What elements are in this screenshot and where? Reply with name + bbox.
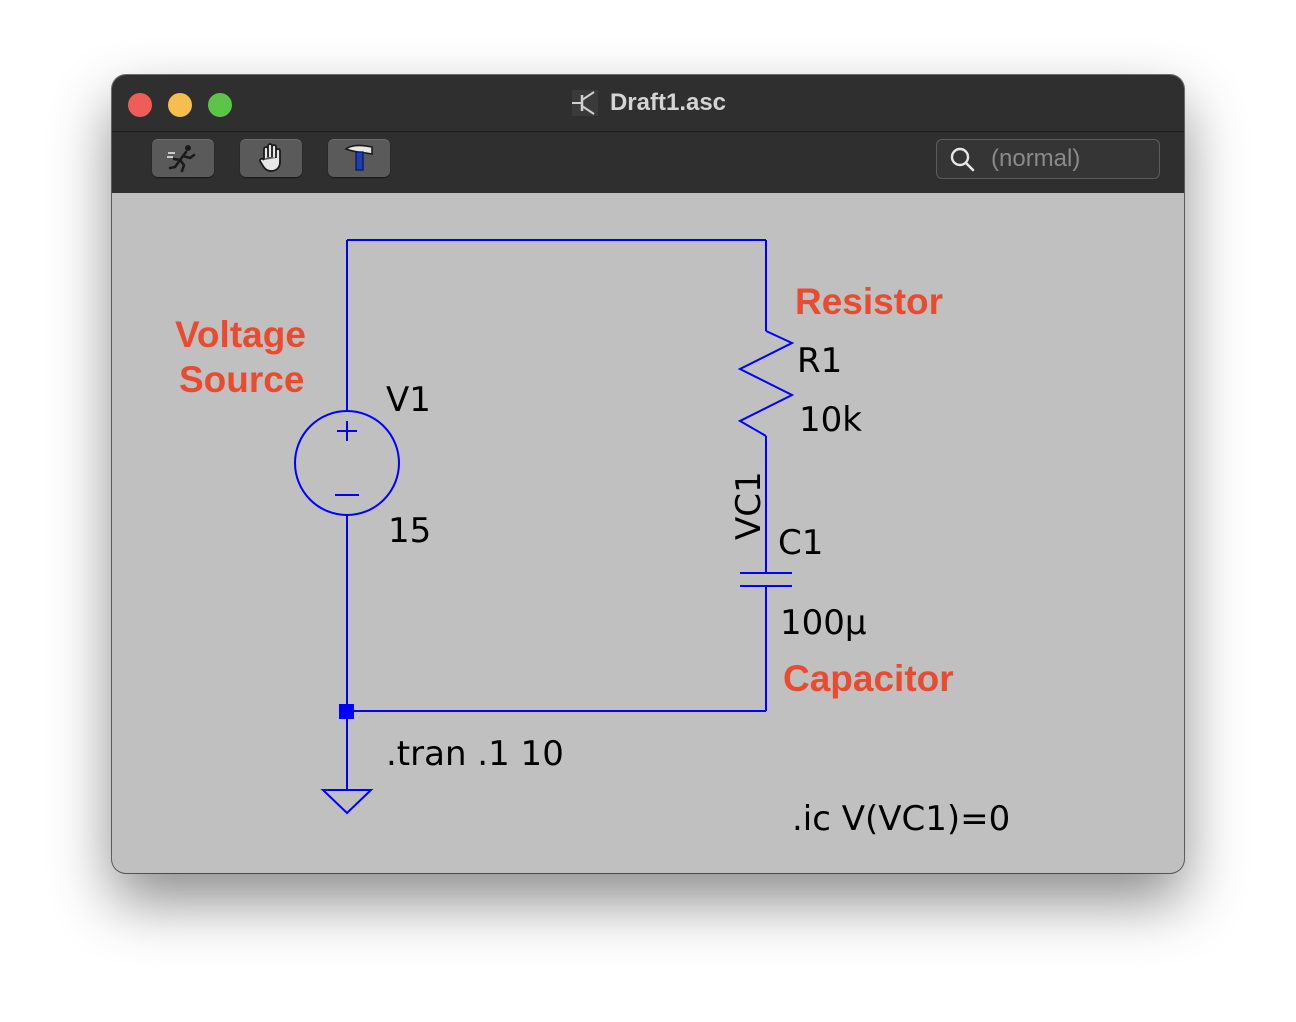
capacitor-name: C1 (778, 523, 823, 563)
halt-button[interactable] (240, 139, 302, 177)
junction-node (339, 704, 354, 719)
running-man-icon (167, 145, 196, 173)
app-window: Draft1.asc (112, 75, 1184, 873)
search-icon (950, 147, 975, 172)
schematic-canvas[interactable]: Voltage Source V1 15 Resistor R1 10k VC1… (112, 193, 1184, 873)
ic-directive[interactable]: .ic V(VC1)=0 (792, 799, 1010, 839)
title-bar: Draft1.asc (112, 75, 1184, 193)
capacitor-note: Capacitor (783, 658, 954, 699)
hammer-icon (344, 144, 373, 171)
tran-directive[interactable]: .tran .1 10 (386, 734, 564, 774)
ground-symbol[interactable] (320, 789, 374, 815)
window-title-text: Draft1.asc (609, 89, 727, 116)
resistor-value: 10k (799, 400, 862, 440)
voltage-source-note-line1: Voltage (175, 314, 306, 355)
resistor-note: Resistor (795, 281, 943, 322)
zoom-button[interactable] (208, 93, 232, 117)
capacitor-c1[interactable] (740, 572, 792, 587)
search-input[interactable] (989, 144, 1153, 174)
window-title: Draft1.asc (112, 75, 1184, 131)
voltage-source-name: V1 (386, 380, 431, 420)
capacitor-value: 100µ (780, 603, 867, 643)
resistor-name: R1 (797, 341, 842, 381)
net-label-vc1[interactable]: VC1 (729, 471, 769, 540)
titlebar-divider (112, 131, 1184, 132)
build-button[interactable] (328, 139, 390, 177)
voltage-source-note-line2: Source (179, 359, 304, 400)
voltage-source-v1[interactable] (294, 410, 400, 516)
transistor-icon (571, 90, 598, 116)
resistor-r1[interactable] (737, 330, 795, 437)
search-field[interactable] (936, 139, 1160, 179)
run-button[interactable] (152, 139, 214, 177)
close-button[interactable] (128, 93, 152, 117)
voltage-source-value: 15 (388, 511, 431, 551)
minimize-button[interactable] (168, 93, 192, 117)
hand-icon (259, 143, 281, 172)
